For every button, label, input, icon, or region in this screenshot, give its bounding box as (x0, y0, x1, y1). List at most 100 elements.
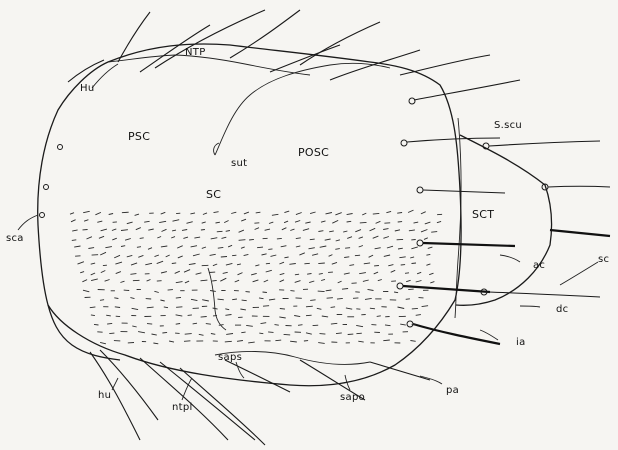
label-sct: SCT (472, 208, 494, 221)
microtrichium (224, 221, 228, 223)
microtrichium (176, 297, 181, 298)
microtrichium (147, 324, 152, 325)
microtrichium (226, 334, 233, 335)
microtrichium (112, 229, 116, 231)
microtrichium (172, 263, 176, 264)
microtrichium (176, 307, 182, 308)
microtrichium (162, 229, 167, 231)
microtrichium (360, 222, 367, 223)
microtrichium (130, 298, 134, 299)
microtrichium (331, 323, 337, 324)
microtrichium (144, 221, 149, 222)
microtrichium (145, 263, 152, 265)
microtrichium (148, 248, 152, 250)
microtrichium (138, 332, 145, 333)
microtrichium (368, 289, 374, 290)
microtrichium (309, 248, 315, 249)
microtrichium (219, 325, 224, 326)
microtrichium (349, 265, 354, 266)
microtrichium (310, 239, 315, 240)
microtrichium (121, 246, 125, 247)
microtrichium (338, 281, 342, 283)
microtrichium (416, 281, 422, 283)
microtrichium (388, 265, 393, 266)
microtrichium (259, 298, 264, 299)
microtrichium (256, 212, 261, 213)
microtrichium (355, 230, 361, 232)
microtrichium (157, 261, 163, 263)
microtrichium (263, 292, 267, 293)
microtrichium (397, 213, 402, 214)
microtrichium (161, 212, 166, 214)
microtrichium (220, 278, 226, 281)
microtrichium (437, 221, 441, 222)
microtrichium (239, 240, 246, 241)
microtrichium (194, 237, 200, 238)
microtrichium (370, 308, 375, 309)
microtrichium (280, 309, 285, 310)
microtrichium (284, 221, 288, 223)
microtrichium (406, 299, 410, 300)
microtrichium (147, 307, 154, 308)
microtrichium (261, 323, 267, 324)
microtrichium (373, 236, 379, 238)
microtrichium (242, 300, 247, 301)
microtrichium (414, 222, 419, 223)
microtrichium (74, 246, 80, 247)
microtrichium (235, 280, 239, 282)
microtrichium (196, 273, 202, 275)
notopleural-line (108, 55, 310, 75)
microtrichium (306, 306, 313, 307)
microtrichium (241, 332, 245, 333)
microtrichium (212, 280, 217, 281)
microtrichium (225, 315, 231, 316)
microtrichium (364, 263, 370, 264)
microtrichium (275, 325, 279, 326)
microtrichium (101, 229, 107, 231)
microtrichium (255, 265, 259, 266)
microtrichium (421, 230, 427, 232)
microtrichium (189, 264, 196, 265)
microtrichium (185, 281, 189, 283)
microtrichium (299, 253, 304, 255)
microtrichium (137, 247, 141, 248)
microtrichium (226, 231, 230, 232)
microtrichium (373, 213, 380, 214)
microtrichium (266, 263, 270, 264)
microtrichium (239, 230, 244, 232)
microtrichium (335, 213, 341, 215)
microtrichium (318, 343, 325, 344)
microtrichium (253, 280, 259, 282)
microtrichium (306, 315, 312, 316)
microtrichium (201, 230, 205, 231)
microtrichium (168, 290, 173, 291)
microtrichium (218, 299, 224, 300)
microtrichium (217, 231, 223, 232)
microtrichium (241, 219, 246, 221)
microtrichium (327, 298, 333, 299)
microtrichium (116, 272, 121, 274)
microtrichium (190, 213, 195, 214)
microtrichium (183, 237, 188, 238)
microtrichium (320, 334, 326, 335)
microtrichium (121, 230, 128, 231)
microtrichium (157, 237, 161, 239)
label-hu-lower: hu (98, 390, 111, 401)
microtrichium (284, 257, 288, 258)
microtrichium (329, 255, 333, 257)
microtrichium (155, 255, 159, 257)
microtrichium (184, 270, 190, 273)
microtrichium (249, 239, 254, 240)
microtrichium (225, 341, 232, 342)
microtrichium (184, 341, 190, 342)
label-sc-right: sc (598, 254, 609, 265)
microtrichium (211, 238, 218, 239)
microtrichium (199, 334, 204, 335)
microtrichium (138, 255, 143, 257)
microtrichium (222, 237, 227, 238)
microtrichium (391, 270, 396, 272)
microtrichium (94, 324, 99, 325)
microtrichium (295, 281, 301, 283)
median-ridge (208, 268, 226, 330)
